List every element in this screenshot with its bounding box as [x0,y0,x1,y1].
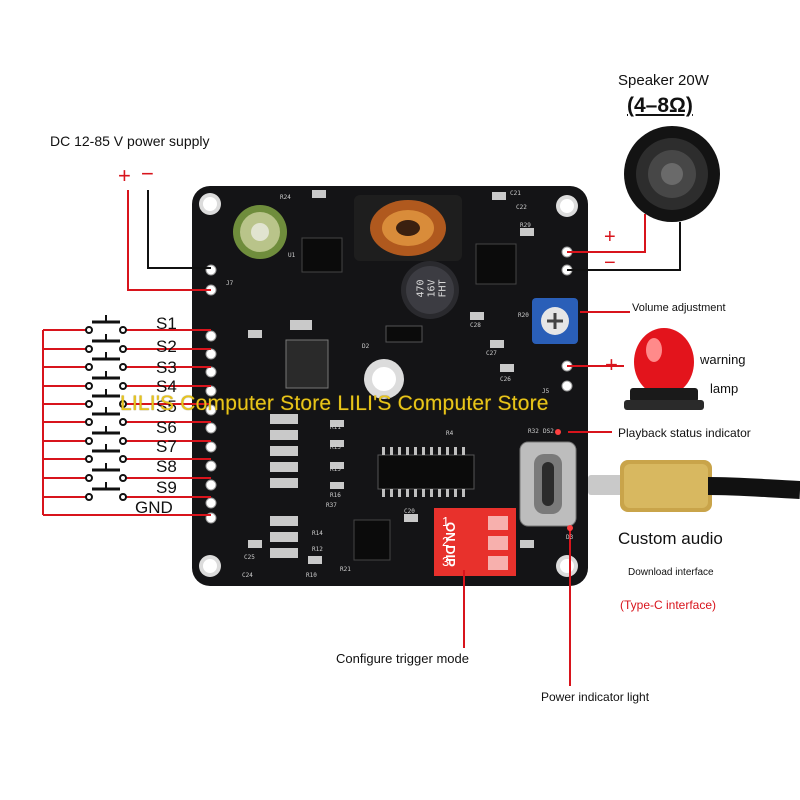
inductor [354,195,462,261]
switch-label-s7: S7 [156,437,177,456]
power-minus-label: − [141,161,154,186]
black-capacitor [401,261,459,319]
speaker-plus-label: + [604,226,616,248]
speaker-impedance: (4–8Ω) [627,94,693,117]
warning-lamp [624,328,704,410]
power-light-label: Power indicator light [541,690,650,704]
mounting-holes [199,193,578,577]
power-led [567,525,573,531]
switch-label-s1: S1 [156,314,177,333]
typec-label: (Type-C interface) [620,598,717,612]
speaker [624,126,720,222]
switch-label-s5: S5 [156,397,177,416]
speaker-minus-label: − [604,252,616,274]
switch-label-s8: S8 [156,457,177,476]
dip-numbers: 1 2 3 [442,514,450,569]
switch-label-gnd: GND [135,498,173,517]
trigger-mode-label: Configure trigger mode [336,651,469,666]
speaker-title: Speaker 20W [618,72,709,89]
playback-label: Playback status indicator [618,426,751,440]
switch-label-s3: S3 [156,358,177,377]
ic-chips [285,237,517,561]
typec-cable [588,460,800,512]
watermark-text: LILI'S Computer Store LILI'S Computer St… [120,392,549,415]
switch-label-s4: S4 [156,377,177,396]
volume-potentiometer[interactable] [532,298,578,344]
power-plus-label: + [118,163,131,188]
warning-label-1: warning [700,352,746,367]
warning-label-2: lamp [710,381,739,396]
dip-switch[interactable] [434,508,516,576]
switch-label-s9: S9 [156,478,177,497]
volume-label: Volume adjustment [632,302,726,314]
switch-symbols [85,315,127,501]
playback-led [555,429,561,435]
wiring-red [42,190,646,686]
pin-header [205,264,217,524]
download-label: Download interface [628,567,714,578]
warning-plus-label: + [605,352,618,377]
switch-label-s2: S2 [156,337,177,356]
main-ic-pins [382,447,465,497]
typec-port [519,441,577,527]
power-supply-label: DC 12-85 V power supply [50,133,210,149]
smd-components [248,190,534,564]
custom-audio-label: Custom audio [618,529,723,548]
wiring-black [147,190,681,271]
switch-label-s6: S6 [156,418,177,437]
green-capacitor [233,205,287,259]
